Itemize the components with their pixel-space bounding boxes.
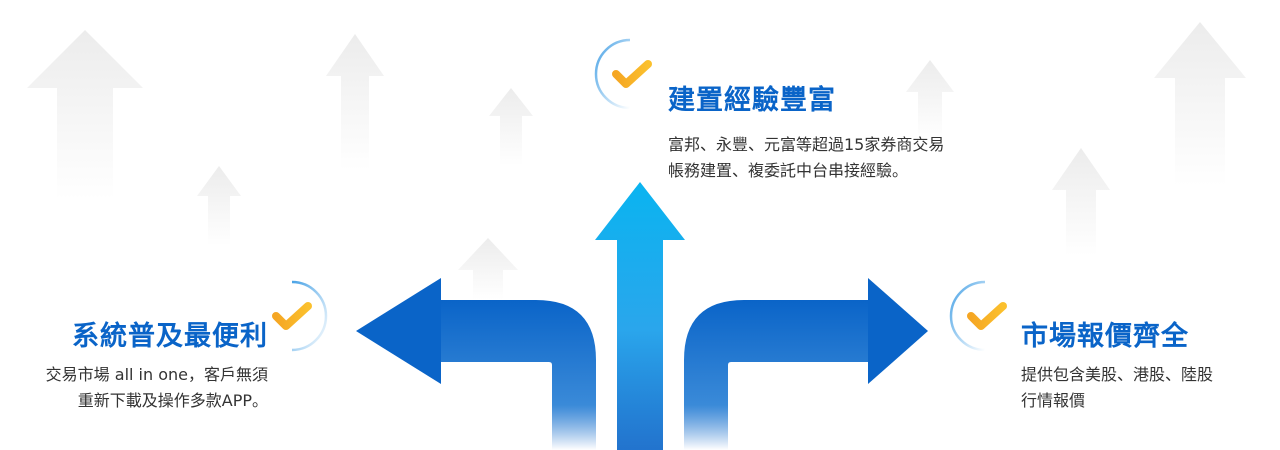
ghost-arrow-icon xyxy=(458,238,518,300)
description-line: 行情報價 xyxy=(1021,391,1086,410)
ghost-arrow-icon xyxy=(1052,148,1110,256)
feature-title: 建置經驗豐富 xyxy=(668,85,836,116)
left-arrow-icon xyxy=(356,278,596,450)
description-line: 富邦、永豐、元富等超過15家券商交易 xyxy=(668,135,945,154)
description-line: 帳務建置、複委託中台串接經驗。 xyxy=(668,161,909,180)
ghost-arrow-icon xyxy=(27,30,143,200)
check-icon xyxy=(272,280,328,352)
feature-title: 系統普及最便利 xyxy=(72,321,268,352)
up-arrow-icon xyxy=(595,182,685,450)
description-line: 交易市場 all in one，客戶無須 xyxy=(45,365,268,384)
background-arrows xyxy=(27,22,1246,300)
feature-quotes: 市場報價齊全 提供包含美股、港股、陸股 行情報價 xyxy=(1021,320,1213,414)
feature-description: 交易市場 all in one，客戶無須 重新下載及操作多款APP。 xyxy=(0,362,268,414)
ghost-arrow-icon xyxy=(326,34,384,170)
feature-experience: 建置經驗豐富 富邦、永豐、元富等超過15家券商交易 帳務建置、複委託中台串接經驗… xyxy=(668,84,944,184)
feature-convenience: 系統普及最便利 交易市場 all in one，客戶無須 重新下載及操作多款AP… xyxy=(0,320,268,414)
ghost-arrow-icon xyxy=(906,60,954,140)
ghost-arrow-icon xyxy=(197,166,241,246)
description-line: 重新下載及操作多款APP。 xyxy=(77,391,268,410)
ghost-arrow-icon xyxy=(1154,22,1246,186)
feature-title: 市場報價齊全 xyxy=(1021,321,1189,352)
ghost-arrow-icon xyxy=(489,88,533,166)
feature-description: 提供包含美股、港股、陸股 行情報價 xyxy=(1021,362,1213,414)
right-arrow-icon xyxy=(684,278,928,450)
check-icon xyxy=(594,38,652,110)
feature-description: 富邦、永豐、元富等超過15家券商交易 帳務建置、複委託中台串接經驗。 xyxy=(668,132,944,184)
description-line: 提供包含美股、港股、陸股 xyxy=(1021,365,1214,384)
check-icon xyxy=(949,280,1007,352)
